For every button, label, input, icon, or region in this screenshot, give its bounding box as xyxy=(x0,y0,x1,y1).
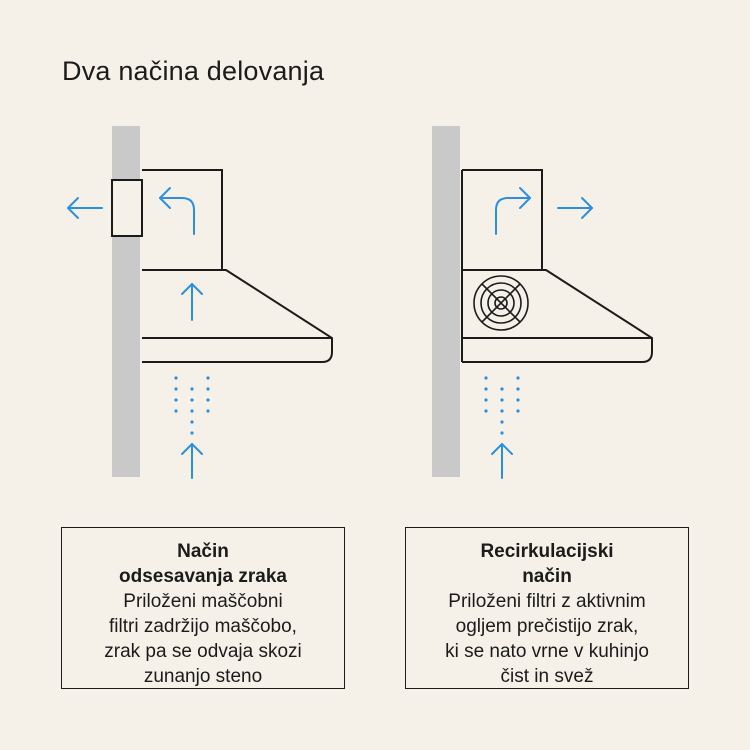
caption-text: Priloženi filtri z aktivnim xyxy=(448,591,646,612)
recirculation-diagram xyxy=(432,126,653,479)
arrow-right-icon xyxy=(557,197,593,219)
fan-icon xyxy=(473,275,529,331)
arrow-up-icon xyxy=(181,443,203,479)
hood-chimney xyxy=(142,169,223,270)
caption-text: čist in svež xyxy=(500,666,594,687)
turn-right-arrow-icon xyxy=(495,187,531,235)
duct-outlet xyxy=(111,179,143,237)
range-hood xyxy=(142,269,333,363)
caption-text: ogljem prečistijo zrak, xyxy=(455,616,639,637)
caption-text: ki se nato vrne v kuhinjo xyxy=(445,641,649,662)
caption-text: zrak pa se odvaja skozi xyxy=(104,641,302,662)
caption-heading: odsesavanja zraka xyxy=(119,566,287,587)
steam-dots xyxy=(174,376,210,435)
caption-text: zunanjo steno xyxy=(143,666,263,687)
caption-extraction: Način odsesavanja zraka Priloženi maščob… xyxy=(61,527,345,689)
caption-text: filtri zadržijo maščobo, xyxy=(109,616,297,637)
caption-heading: Način xyxy=(177,541,229,562)
wall xyxy=(112,126,140,477)
arrow-up-icon xyxy=(181,283,203,321)
caption-recirculation: Recirkulacijski način Priloženi filtri z… xyxy=(405,527,689,689)
steam-dots xyxy=(484,376,520,435)
turn-left-arrow-icon xyxy=(159,187,195,235)
arrow-up-icon xyxy=(491,443,513,479)
caption-text: Priloženi maščobni xyxy=(123,591,283,612)
hood-chimney xyxy=(462,169,543,270)
range-hood xyxy=(462,269,653,363)
arrow-left-icon xyxy=(67,197,103,219)
caption-heading: Recirkulacijski xyxy=(480,541,614,562)
extraction-diagram xyxy=(67,126,333,479)
caption-heading: način xyxy=(522,566,572,587)
wall xyxy=(432,126,460,477)
page-title: Dva načina delovanja xyxy=(62,56,325,86)
